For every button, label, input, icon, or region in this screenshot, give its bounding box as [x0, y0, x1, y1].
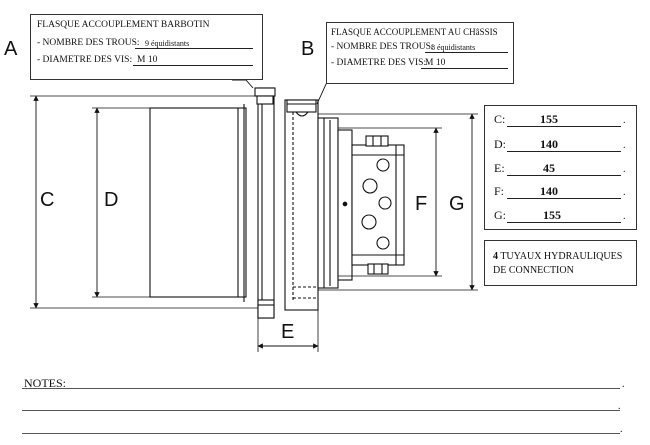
barbotin-flange — [257, 87, 275, 319]
chassis-holes-value: 8 équidistants — [431, 43, 476, 52]
dim-row-label: F: — [494, 184, 505, 198]
chassis-flange — [284, 99, 319, 311]
label-dim-d: D — [104, 189, 119, 211]
barbotin-callout: FLASQUE ACCOUPLEMENT BARBOTIN - NOMBRE D… — [30, 14, 263, 80]
port-2 — [362, 178, 378, 194]
barbotin-title: FLASQUE ACCOUPLEMENT BARBOTIN — [37, 20, 210, 30]
label-dim-f: F — [415, 193, 428, 215]
port-4 — [361, 214, 377, 230]
chassis-screw-value: M 10 — [425, 58, 446, 68]
label-letter-b: B — [301, 38, 315, 60]
barbotin-screw-value: M 10 — [137, 55, 158, 65]
label-letter-a: A — [4, 38, 18, 60]
hydraulics-text-2: DE CONNECTION — [493, 265, 574, 276]
label-dim-g: G — [449, 193, 465, 215]
port-3 — [378, 196, 392, 210]
chassis-callout: FLASQUE ACCOUPLEMENT AU CHâSSIS - NOMBRE… — [326, 22, 514, 84]
label-dim-c: C — [40, 189, 55, 211]
dim-row-value: 155 — [540, 112, 558, 126]
hydraulics-box: 4 TUYAUX HYDRAULIQUES DE CONNECTION — [484, 240, 637, 286]
motor-body — [149, 107, 247, 298]
barbotin-holes-label: - NOMBRE DES TROUS: — [37, 38, 140, 48]
dim-row-label: E: — [494, 161, 505, 175]
dim-row-value: 140 — [540, 184, 558, 198]
hydraulics-text-1: TUYAUX HYDRAULIQUES — [498, 251, 623, 262]
port-5 — [376, 236, 390, 250]
chassis-screw-label: - DIAMETRE DES VIS: — [331, 58, 427, 68]
barbotin-holes-value: 9 équidistants — [145, 39, 190, 48]
dim-row-label: D: — [494, 137, 506, 151]
notes-label: NOTES: — [24, 376, 66, 390]
dim-row-value: 45 — [543, 161, 555, 175]
notes-line-3[interactable] — [22, 433, 620, 434]
dim-row-label: G: — [494, 208, 506, 222]
notes-line-1[interactable] — [22, 388, 620, 389]
dim-row-label: C: — [494, 112, 506, 126]
dimensions-table: C: 155 . D: 140 . E: 45 . F: 140 . G: 15… — [484, 105, 637, 230]
notes-line-2[interactable] — [22, 410, 620, 411]
hydraulics-count: 4 — [493, 251, 498, 262]
barbotin-screw-label: - DIAMETRE DES VIS: — [37, 55, 133, 65]
port-1 — [376, 158, 390, 172]
label-dim-e: E — [281, 321, 295, 343]
dim-row-value: 140 — [540, 137, 558, 151]
dim-row-value: 155 — [543, 208, 561, 222]
chassis-title: FLASQUE ACCOUPLEMENT AU CHâSSIS — [331, 27, 498, 37]
chassis-holes-label: - NOMBRE DES TROUS: — [331, 42, 434, 52]
